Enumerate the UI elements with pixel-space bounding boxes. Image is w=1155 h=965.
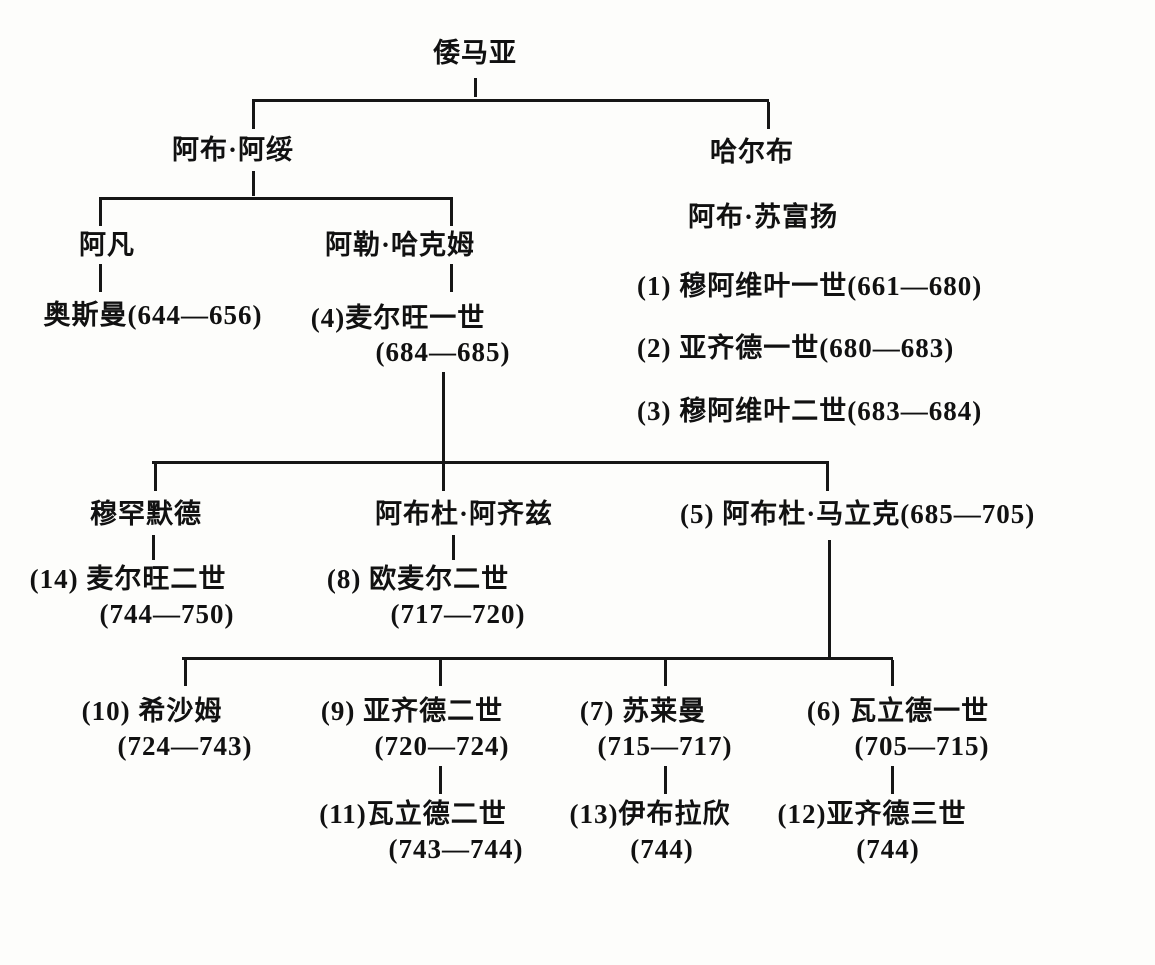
node-affan: 阿凡 xyxy=(79,230,135,260)
node-umar2-dates: (717—720) xyxy=(390,599,526,629)
connector-line xyxy=(442,372,445,461)
node-walid1-name: (6) 瓦立德一世 xyxy=(806,696,990,726)
connector-line xyxy=(828,540,831,657)
connector-line xyxy=(767,102,770,129)
connector-line xyxy=(450,200,453,226)
connector-line xyxy=(182,657,893,660)
node-yazid2-name: (9) 亚齐德二世 xyxy=(320,696,504,726)
node-abu-alas: 阿布·阿绥 xyxy=(171,135,295,165)
node-sulayman-name: (7) 苏莱曼 xyxy=(579,696,707,726)
node-marwan2-dates: (744—750) xyxy=(99,599,235,629)
connector-line xyxy=(442,464,445,491)
node-marwan1-name: (4)麦尔旺一世 xyxy=(310,303,486,333)
connector-line xyxy=(450,264,453,292)
node-muawiya1: (1) 穆阿维叶一世(661—680) xyxy=(637,271,983,301)
connector-line xyxy=(664,766,667,794)
connector-line xyxy=(439,766,442,794)
node-walid2-name: (11)瓦立德二世 xyxy=(319,799,507,829)
node-yazid1: (2) 亚齐德一世(680—683) xyxy=(637,333,955,363)
node-abu-sufyan: 阿布·苏富扬 xyxy=(687,202,839,232)
connector-line xyxy=(99,197,453,200)
node-abd-alaziz: 阿布杜·阿齐兹 xyxy=(374,499,554,529)
node-yazid3-dates: (744) xyxy=(856,834,920,864)
node-ibrahim-dates: (744) xyxy=(630,834,694,864)
node-abd-almalik: (5) 阿布杜·马立克(685—705) xyxy=(680,499,1036,529)
node-harb: 哈尔布 xyxy=(710,137,794,167)
connector-line xyxy=(152,461,829,464)
connector-line xyxy=(252,99,769,102)
connector-line xyxy=(891,766,894,794)
node-hisham-dates: (724—743) xyxy=(117,731,253,761)
node-sulayman-dates: (715—717) xyxy=(597,731,733,761)
node-marwan1-dates: (684—685) xyxy=(375,337,511,367)
node-yazid2-dates: (720—724) xyxy=(374,731,510,761)
connector-line xyxy=(152,535,155,560)
connector-line xyxy=(154,464,157,491)
node-walid1-dates: (705—715) xyxy=(854,731,990,761)
node-uthman: 奥斯曼(644—656) xyxy=(43,300,263,330)
node-yazid3-name: (12)亚齐德三世 xyxy=(777,799,967,829)
connector-line xyxy=(826,464,829,491)
node-muhammad: 穆罕默德 xyxy=(90,499,202,529)
node-hakam: 阿勒·哈克姆 xyxy=(324,230,476,260)
connector-line xyxy=(99,264,102,292)
connector-line xyxy=(891,660,894,686)
node-umayya: 倭马亚 xyxy=(433,38,517,68)
connector-line xyxy=(664,660,667,686)
connector-line xyxy=(439,660,442,686)
node-umar2-name: (8) 欧麦尔二世 xyxy=(326,564,510,594)
connector-line xyxy=(184,660,187,686)
node-marwan2-name: (14) 麦尔旺二世 xyxy=(29,564,227,594)
connector-line xyxy=(474,78,477,97)
node-muawiya2: (3) 穆阿维叶二世(683—684) xyxy=(637,396,983,426)
node-ibrahim-name: (13)伊布拉欣 xyxy=(569,799,731,829)
connector-line xyxy=(252,102,255,129)
connector-line xyxy=(252,171,255,196)
node-hisham-name: (10) 希沙姆 xyxy=(81,696,223,726)
connector-line xyxy=(99,200,102,226)
node-walid2-dates: (743—744) xyxy=(388,834,524,864)
connector-line xyxy=(452,535,455,560)
